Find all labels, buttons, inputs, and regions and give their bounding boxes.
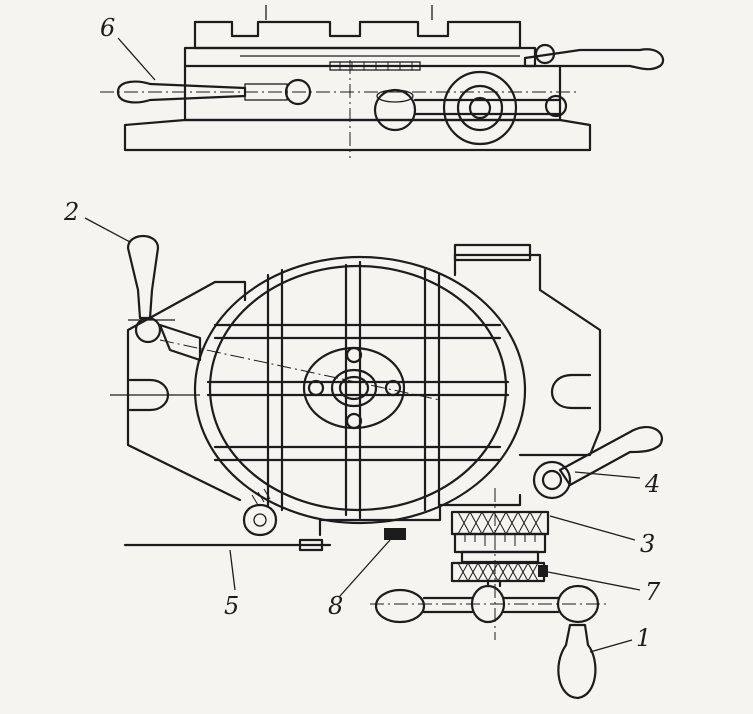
side-elevation-view <box>100 5 665 158</box>
leader-2 <box>84 217 131 243</box>
leader-8 <box>339 539 391 597</box>
top-boss <box>453 243 532 262</box>
t-slot-horizontal-top <box>213 323 502 340</box>
dial-scale <box>453 532 547 554</box>
lever-2[interactable] <box>126 234 160 320</box>
side-knob[interactable] <box>373 88 417 132</box>
double-handle[interactable] <box>370 579 610 624</box>
callout-8: 8 <box>328 592 343 620</box>
middle-slide <box>183 46 537 68</box>
callout-5: 5 <box>224 592 239 620</box>
lower-body <box>183 64 562 122</box>
plan-view <box>110 234 663 700</box>
t-slot-table <box>193 20 522 50</box>
callout-3: 3 <box>640 530 655 558</box>
callout-leaders <box>84 37 641 653</box>
center-hub <box>302 346 406 430</box>
lever-6-hub <box>284 78 312 106</box>
callout-2: 2 <box>63 198 79 226</box>
knurled-ring-7[interactable] <box>450 561 546 583</box>
lever-4-hub <box>532 460 572 500</box>
rotary-table <box>193 255 527 525</box>
leader-7 <box>547 571 641 591</box>
scale-strip <box>329 61 421 71</box>
base-plate <box>123 118 592 152</box>
clamp-5[interactable] <box>242 504 278 536</box>
lever-4[interactable] <box>558 426 663 487</box>
side-handwheel[interactable] <box>442 70 518 146</box>
leader-5 <box>229 549 236 591</box>
t-slot-vertical-center <box>344 260 362 520</box>
t-slot-vertical-left <box>266 268 284 512</box>
crank-1[interactable] <box>557 623 597 700</box>
base-outline <box>126 253 602 502</box>
top-right-handle[interactable] <box>523 48 665 71</box>
t-slot-vertical-right <box>423 268 441 512</box>
worm-housing <box>450 488 550 640</box>
callout-labels: 6 2 4 3 7 1 5 8 <box>63 14 661 652</box>
leader-1 <box>589 639 633 653</box>
leader-3 <box>549 515 636 541</box>
callout-6: 6 <box>100 14 115 42</box>
stop-8[interactable] <box>384 528 406 540</box>
leader-6 <box>117 37 156 81</box>
lever-2-pivot <box>134 316 162 344</box>
leader-4 <box>574 471 641 479</box>
t-slot-horizontal-bottom <box>206 380 510 397</box>
callout-7: 7 <box>645 578 661 606</box>
right-slot-lug[interactable] <box>550 373 592 410</box>
callout-4: 4 <box>644 470 660 498</box>
callout-1: 1 <box>636 624 651 652</box>
